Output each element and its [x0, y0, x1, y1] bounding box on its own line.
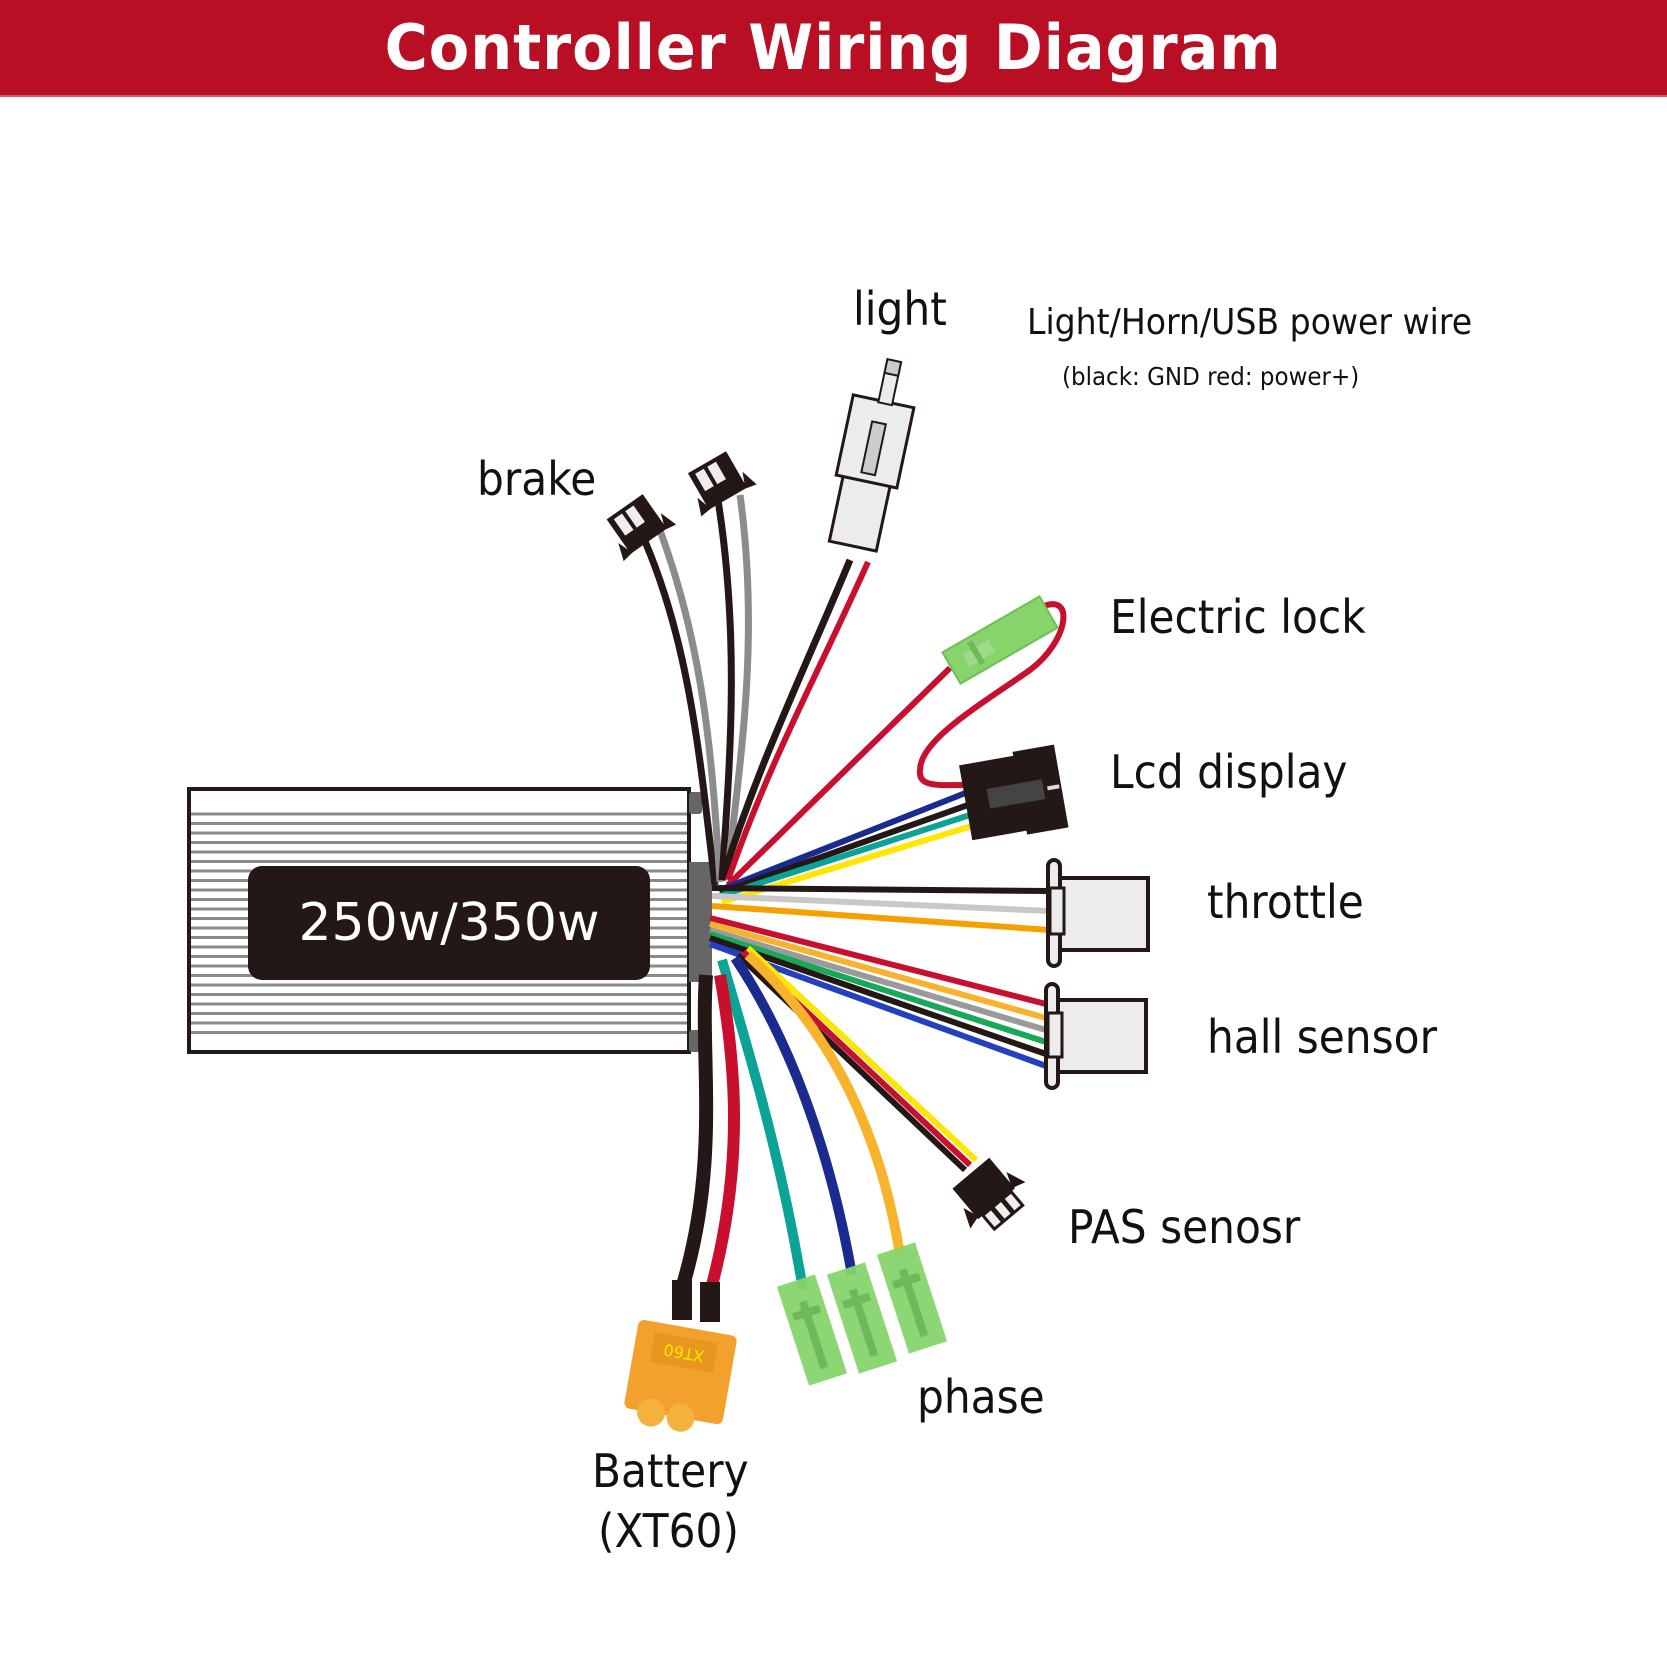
battery-label: Battery [592, 1444, 749, 1498]
throttle-label: throttle [1207, 875, 1364, 929]
light-note-title: Light/Horn/USB power wire [1027, 302, 1473, 343]
page-title: Controller Wiring Diagram [384, 11, 1283, 84]
hall-sensor-connector [1044, 982, 1148, 1090]
battery-wires [672, 973, 740, 1322]
wire-exit-cap [689, 862, 712, 982]
mount-tab-top [689, 792, 702, 814]
battery-connector-label: (XT60) [598, 1504, 739, 1558]
brake-connector-2 [687, 451, 757, 517]
electric-lock-label: Electric lock [1110, 590, 1366, 644]
brake-label: brake [477, 452, 597, 506]
phase-connector-1 [776, 1274, 848, 1386]
pas-sensor-label: PAS senosr [1068, 1200, 1301, 1254]
phase-connector-3 [876, 1242, 948, 1354]
pas-sensor-connector [952, 1157, 1026, 1232]
electric-lock-wire [725, 601, 1067, 888]
lcd-display-connector [959, 744, 1069, 841]
throttle-connector [1046, 858, 1150, 968]
throttle-wires [711, 885, 1051, 933]
brake-connector-1 [606, 494, 677, 562]
lcd-display-label: Lcd display [1110, 745, 1348, 799]
electric-lock-connector [941, 595, 1059, 685]
hall-sensor-label: hall sensor [1207, 1010, 1437, 1064]
phase-label: phase [917, 1370, 1045, 1424]
phase-connector-2 [826, 1262, 898, 1374]
phase-wires [717, 951, 905, 1291]
xt60-connector: XT60 [624, 1319, 737, 1432]
controller-rating: 250w/350w [298, 893, 600, 953]
phase-connectors [776, 1242, 948, 1386]
light-label: light [853, 282, 947, 336]
light-connector [827, 358, 916, 553]
light-wires [718, 558, 871, 882]
hall-sensor-wires [708, 915, 1048, 1069]
controller-rating-label: 250w/350w [248, 866, 650, 980]
title-banner: Controller Wiring Diagram [0, 0, 1667, 97]
brake-wires [636, 494, 752, 886]
light-note-detail: (black: GND red: power+) [1062, 362, 1360, 391]
